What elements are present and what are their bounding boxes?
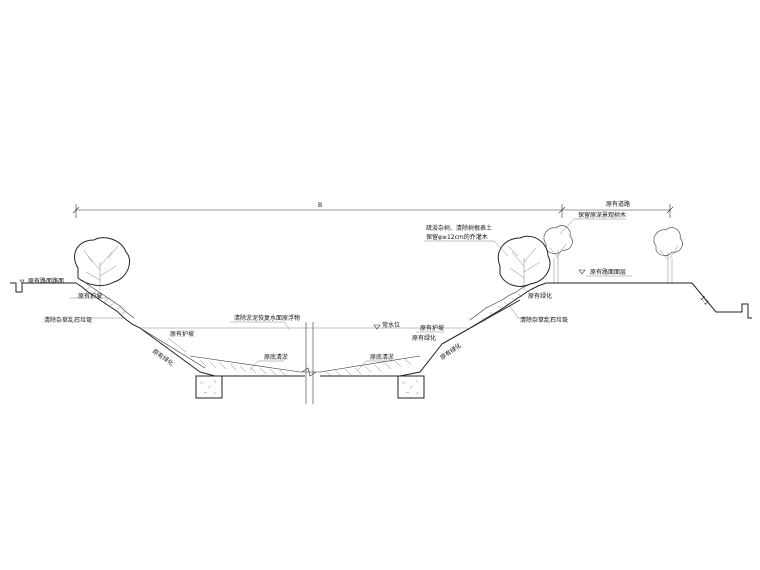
right-footing xyxy=(397,375,425,399)
clear-right-label: 清除杂草乱石垃圾 xyxy=(520,316,568,324)
slope-ratio-label: 1:1 xyxy=(698,295,710,307)
slope-veg-right-label: 原有绿化 xyxy=(412,334,436,342)
slope-veg-left-label: 原有绿化 xyxy=(151,347,175,367)
dredge-right-bottom-label: 保留φ≥12cm的乔灌木 xyxy=(426,233,488,241)
slope-right-upper-label: 原有绿化 xyxy=(528,292,552,300)
center-note-label: 清除淤泥恢复水面原浮物 xyxy=(234,314,300,322)
dimension-label-b: B xyxy=(318,202,322,209)
road-dimension-label: 原有道路 xyxy=(606,200,630,208)
center-break xyxy=(301,322,317,404)
right-tree-icon xyxy=(497,235,551,290)
right-bank: 原有绿化 原有护坡 原有绿化 清除杂草乱石垃圾 原有绿化 xyxy=(412,282,568,362)
bank-slope-right-upper-label: 原有护坡 xyxy=(420,324,444,332)
clear-left-label: 清除杂草乱石垃圾 xyxy=(44,316,92,324)
left-tree-icon xyxy=(74,237,130,290)
bottom-right-label: 原底清淤 xyxy=(370,353,394,361)
left-footing xyxy=(195,375,223,399)
bottom-left-label: 原底清淤 xyxy=(264,353,288,361)
overall-dimension: B 原有道路 xyxy=(72,200,674,218)
left-bank: 清除杂草乱石垃圾 原有护坡 原有绿化 原有护坡 xyxy=(44,279,206,373)
bank-slope-left-upper-label: 原有护坡 xyxy=(78,292,102,300)
far-right-tree-icon xyxy=(653,227,683,284)
right-road: 原有路面面层 1:1 xyxy=(546,268,752,319)
road-surface-left-label: 原有路面路面 xyxy=(28,277,64,285)
slope-left-note: 原有护坡 xyxy=(170,330,194,338)
left-ground: 原有路面路面 xyxy=(10,277,76,293)
water-level: 常水位 清除淤泥恢复水面原浮物 xyxy=(140,314,468,331)
right-annotations: 疏浚杂树、清除树根表土 保留φ≥12cm的乔灌木 保留原深景观树木 xyxy=(424,211,626,257)
road-surface-right-label: 原有路面面层 xyxy=(590,268,626,276)
water-level-label: 常水位 xyxy=(382,321,400,329)
keep-trees-label: 保留原深景观树木 xyxy=(578,211,626,219)
dredge-right-top-label: 疏浚杂树、清除树根表土 xyxy=(426,224,492,232)
right-sparse-tree-icon xyxy=(543,225,573,284)
channel-bottom: 原底清淤 原底清淤 xyxy=(189,299,521,377)
